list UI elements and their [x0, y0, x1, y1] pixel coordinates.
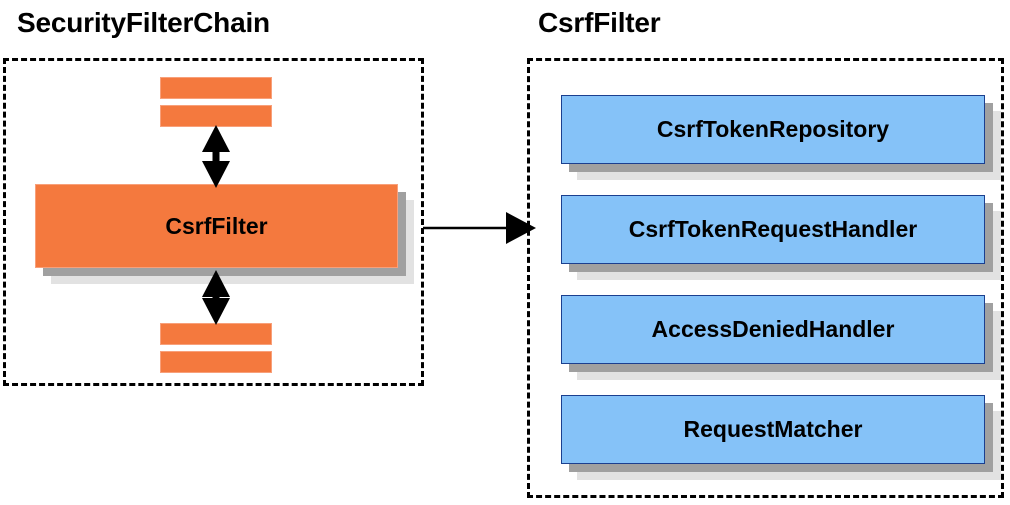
node-accessdeniedhandler[interactable]: AccessDeniedHandler	[561, 295, 1001, 380]
node-csrftokenrepository-label: CsrfTokenRepository	[561, 95, 985, 164]
node-requestmatcher-label: RequestMatcher	[561, 395, 985, 464]
arrow-to-csrffilter-detail-icon	[423, 212, 536, 244]
node-csrffilter[interactable]: CsrfFilter	[35, 184, 414, 284]
filter-bar-below-2	[160, 351, 272, 373]
node-csrftokenrepository[interactable]: CsrfTokenRepository	[561, 95, 1001, 180]
filter-bar-above-1	[160, 77, 272, 99]
node-csrffilter-label: CsrfFilter	[35, 184, 398, 268]
node-csrftokenrequesthandler[interactable]: CsrfTokenRequestHandler	[561, 195, 1001, 280]
csrffilter-container	[527, 58, 1004, 498]
securityfilterchain-container	[3, 58, 424, 386]
page-title-securityfilterchain: SecurityFilterChain	[17, 7, 270, 38]
filter-bar-above-2	[160, 105, 272, 127]
filter-bar-below-1	[160, 323, 272, 345]
node-accessdeniedhandler-label: AccessDeniedHandler	[561, 295, 985, 364]
node-csrftokenrequesthandler-label: CsrfTokenRequestHandler	[561, 195, 985, 264]
node-requestmatcher[interactable]: RequestMatcher	[561, 395, 1001, 480]
page-title-csrffilter: CsrfFilter	[538, 7, 661, 38]
